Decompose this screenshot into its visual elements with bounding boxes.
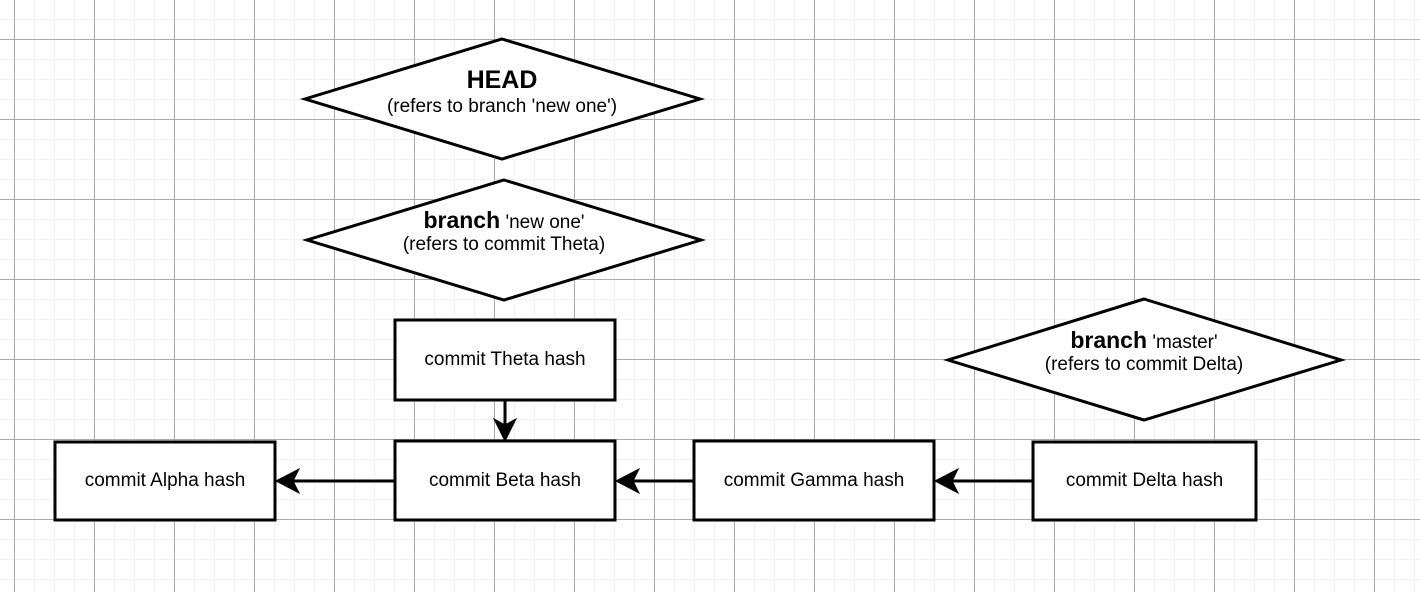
node-commit-delta-box[interactable]	[1031, 440, 1258, 522]
node-commit-theta-box[interactable]	[393, 318, 617, 402]
edge-delta-to-gamma	[933, 467, 1033, 495]
node-commit-alpha-box[interactable]	[53, 440, 277, 522]
node-branch-new-one-diamond[interactable]	[301, 178, 707, 302]
edge-gamma-to-beta	[614, 467, 694, 495]
edge-theta-to-beta	[492, 400, 518, 443]
edge-beta-to-alpha	[274, 467, 395, 495]
node-head-diamond[interactable]	[299, 37, 706, 161]
node-commit-beta-box[interactable]	[393, 439, 617, 522]
node-commit-gamma-box[interactable]	[692, 439, 936, 522]
node-branch-master-diamond[interactable]	[942, 297, 1347, 422]
